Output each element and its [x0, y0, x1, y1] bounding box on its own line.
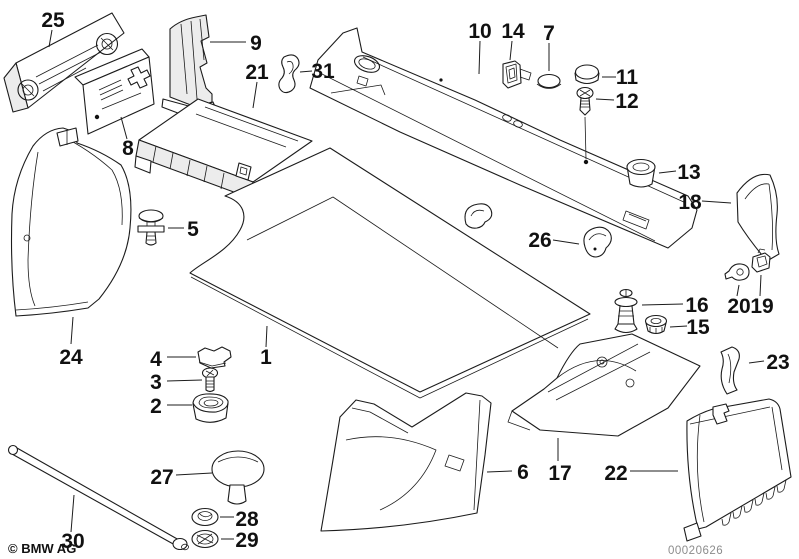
part-15-nut-grommet-drawing [646, 316, 667, 335]
leader-15 [670, 326, 687, 327]
part-31-clip-bracket-drawing [279, 55, 299, 93]
part-13-grommet-drawing [627, 160, 655, 188]
part-8-first-aid-kit-drawing [75, 49, 154, 134]
part-22-rear-trim-panel-drawing [684, 399, 791, 541]
callout-23[interactable]: 23 [766, 351, 789, 374]
part-6-right-trunk-trim-drawing [321, 393, 491, 531]
callout-2[interactable]: 2 [150, 395, 162, 418]
callout-31[interactable]: 31 [311, 60, 335, 83]
part-1-pull-handle-drawing [465, 204, 492, 228]
part-20-clip-drawing [725, 264, 749, 280]
part-28-cap-drawing [192, 509, 218, 526]
leader-12 [596, 99, 614, 100]
part-23-trim-strip-drawing [721, 347, 739, 394]
part-3-screw-drawing [203, 368, 218, 392]
leader-27 [176, 473, 212, 475]
part-11-cap-drawing [575, 65, 599, 84]
callout-21[interactable]: 21 [245, 61, 269, 84]
callout-24[interactable]: 24 [59, 346, 83, 369]
part-7-plug-cap-drawing [537, 75, 561, 89]
callout-19[interactable]: 19 [750, 295, 773, 318]
leader-31 [300, 71, 312, 72]
part-14-latch-clip-drawing [503, 61, 531, 88]
leader-14 [510, 41, 512, 60]
callout-29[interactable]: 29 [235, 529, 258, 552]
callout-30[interactable]: 30 [61, 530, 84, 553]
leader-8 [121, 117, 127, 139]
callout-15[interactable]: 15 [686, 316, 710, 339]
part-1-trunk-floor-mat-drawing [190, 148, 590, 398]
leader-26 [553, 240, 579, 244]
leader-24 [71, 317, 73, 344]
callout-5[interactable]: 5 [187, 218, 199, 241]
callout-26[interactable]: 26 [528, 229, 551, 252]
callout-18[interactable]: 18 [678, 191, 702, 214]
part-27-cap-fastener-drawing [212, 451, 264, 504]
leader-3 [167, 380, 202, 381]
leader-18 [702, 201, 731, 203]
callout-7[interactable]: 7 [543, 22, 555, 45]
leader-23 [749, 361, 764, 363]
callout-8[interactable]: 8 [122, 137, 134, 160]
callout-1[interactable]: 1 [260, 346, 272, 369]
callout-3[interactable]: 3 [150, 371, 162, 394]
part-10-rear-shelf-trim-drawing [310, 28, 697, 248]
callout-14[interactable]: 14 [501, 20, 525, 43]
leader-25 [49, 30, 52, 47]
callout-28[interactable]: 28 [235, 508, 259, 531]
callout-13[interactable]: 13 [677, 161, 700, 184]
leader-30 [71, 495, 74, 532]
leader-1 [266, 326, 267, 347]
callout-9[interactable]: 9 [250, 32, 262, 55]
part-5-expanding-rivet-drawing [138, 210, 164, 245]
leader-20 [737, 285, 739, 296]
callout-17[interactable]: 17 [548, 462, 571, 485]
part-29-cap-drawing [192, 531, 218, 548]
callout-25[interactable]: 25 [41, 9, 65, 32]
part-12-screw-drawing [577, 88, 593, 165]
callout-4[interactable]: 4 [150, 348, 162, 371]
document-number: 00020626 [668, 545, 723, 557]
part-24-left-trunk-trim-drawing [12, 128, 131, 316]
leader-19 [760, 275, 761, 296]
part-18-corner-trim-drawing [737, 174, 779, 261]
leader-16 [642, 304, 683, 305]
callout-11[interactable]: 11 [616, 66, 639, 89]
leader-10 [479, 41, 480, 74]
leader-6 [487, 471, 512, 472]
callout-16[interactable]: 16 [685, 294, 708, 317]
part-17-battery-tray-drawing [508, 334, 700, 436]
callout-22[interactable]: 22 [604, 462, 627, 485]
part-26-hook-bracket-drawing [584, 227, 611, 257]
part-2-socket-grommet-drawing [193, 394, 228, 422]
part-4-plate-drawing [198, 347, 231, 368]
copyright-notice: © BMW AG [8, 541, 76, 556]
callout-6[interactable]: 6 [517, 461, 529, 484]
part-19-clip-drawing [752, 249, 770, 272]
callout-10[interactable]: 10 [468, 20, 491, 43]
part-25-toolbox-drawing [4, 13, 124, 112]
leader-13 [659, 171, 676, 173]
callout-27[interactable]: 27 [150, 466, 173, 489]
leader-lines [49, 30, 764, 539]
callout-20[interactable]: 20 [727, 295, 750, 318]
part-30-rod-drawing [9, 446, 189, 550]
part-21-battery-cover-drawing [135, 99, 312, 198]
leader-21 [253, 82, 257, 108]
part-16-expanding-rivet-drawing [615, 290, 637, 333]
callout-12[interactable]: 12 [615, 90, 638, 113]
